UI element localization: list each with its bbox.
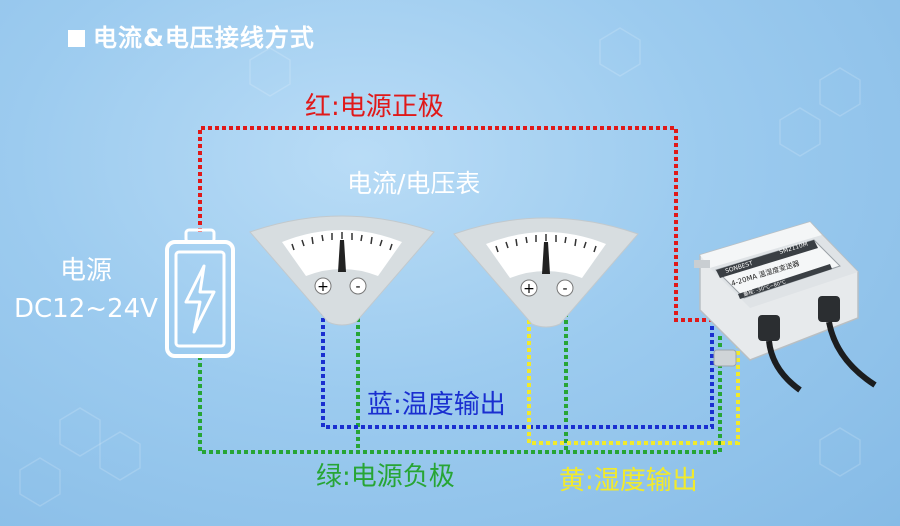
yellow-wire-label: 黄:湿度输出 <box>559 466 698 496</box>
power-supply-label: 电源 DC12~24V <box>14 252 158 328</box>
red-wire <box>198 126 718 322</box>
meter-1-plus-terminal: + <box>317 279 329 295</box>
meter-1: + - <box>249 215 435 326</box>
power-label-line2: DC12~24V <box>14 294 158 324</box>
red-wire-label: 红:电源正极 <box>305 92 444 122</box>
battery-icon <box>165 228 235 358</box>
meters-label: 电流/电压表 <box>347 169 481 198</box>
title-text: 电流&电压接线方式 <box>93 24 315 52</box>
meter-1-minus-terminal: - <box>355 279 360 295</box>
meter-2: + - <box>453 217 639 328</box>
blue-wire-label: 蓝:温度输出 <box>367 390 506 420</box>
blue-wire <box>321 290 714 429</box>
diagram-title: 电流&电压接线方式 <box>68 18 315 53</box>
meter-2-plus-terminal: + <box>523 281 535 297</box>
green-wire-label: 绿:电源负极 <box>316 462 455 492</box>
green-wire <box>198 335 722 454</box>
transmitter-device: SONBEST SM2110M 4-20MA 温湿度变送器 量程: -30°C~… <box>694 221 877 393</box>
meter-2-minus-terminal: - <box>562 281 567 297</box>
title-square-icon <box>68 30 85 47</box>
yellow-wire <box>527 292 740 445</box>
power-label-line1: 电源 <box>59 256 112 286</box>
